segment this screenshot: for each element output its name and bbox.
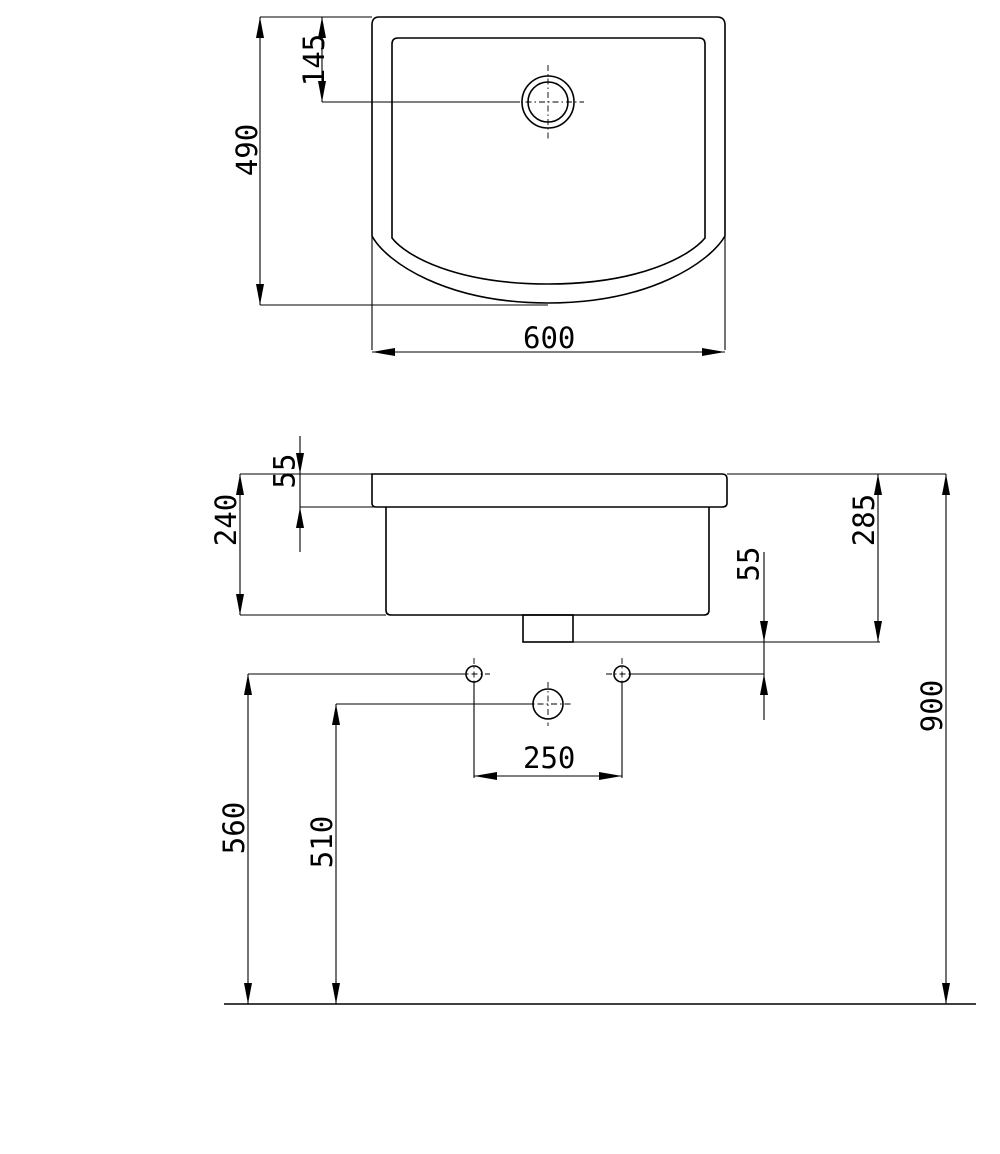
- sink-rim: [371, 473, 728, 508]
- dim-560-arrow-bottom: [244, 983, 252, 1004]
- dim-145-label: 145: [297, 34, 331, 86]
- sink-inner-basin: [391, 37, 706, 285]
- dim-560-label: 560: [217, 802, 251, 854]
- dim-285-arrow-top: [874, 474, 882, 495]
- dim-490-arrow-bottom: [256, 284, 264, 305]
- dim-490-arrow-top: [256, 17, 264, 38]
- dim-900-arrow-top: [942, 474, 950, 495]
- dim-55-supply-label: 55: [731, 547, 765, 582]
- dim-145-arrow-bottom: [318, 81, 326, 102]
- sink-outlet: [522, 614, 574, 643]
- dim-600-label: 600: [523, 321, 575, 355]
- dim-900-label: 900: [915, 680, 949, 732]
- sink-bowl: [385, 507, 710, 616]
- dim-240-arrow-top: [236, 474, 244, 495]
- dim-490-label: 490: [230, 124, 264, 176]
- top-view: 145 490 600: [230, 16, 726, 356]
- dim-55-rim-label: 55: [267, 454, 301, 489]
- dim-240-label: 240: [209, 494, 243, 546]
- dim-510-arrow-top: [332, 704, 340, 725]
- dim-600-arrow-right: [702, 348, 725, 356]
- dim-55-supply-arrow-bottom: [760, 674, 768, 695]
- dim-250-label: 250: [523, 741, 575, 775]
- dim-145-arrow-top: [318, 17, 326, 38]
- dim-55-supply-arrow-top: [760, 621, 768, 642]
- dim-285-label: 285: [847, 494, 881, 546]
- dim-600-arrow-left: [372, 348, 395, 356]
- dim-55-rim-arrow-bottom: [296, 507, 304, 528]
- dim-560-arrow-top: [244, 674, 252, 695]
- dim-240-arrow-bottom: [236, 594, 244, 615]
- dim-510-label: 510: [305, 816, 339, 868]
- dim-285-arrow-bottom: [874, 621, 882, 642]
- dim-900-arrow-bottom: [942, 983, 950, 1004]
- dim-510-arrow-bottom: [332, 983, 340, 1004]
- side-view: 55 240 285 55 900: [209, 436, 976, 1005]
- dim-250-arrow-right: [599, 772, 622, 780]
- sink-outer-outline: [371, 16, 726, 304]
- dim-55-rim-arrow-top: [296, 453, 304, 474]
- dim-250-arrow-left: [474, 772, 497, 780]
